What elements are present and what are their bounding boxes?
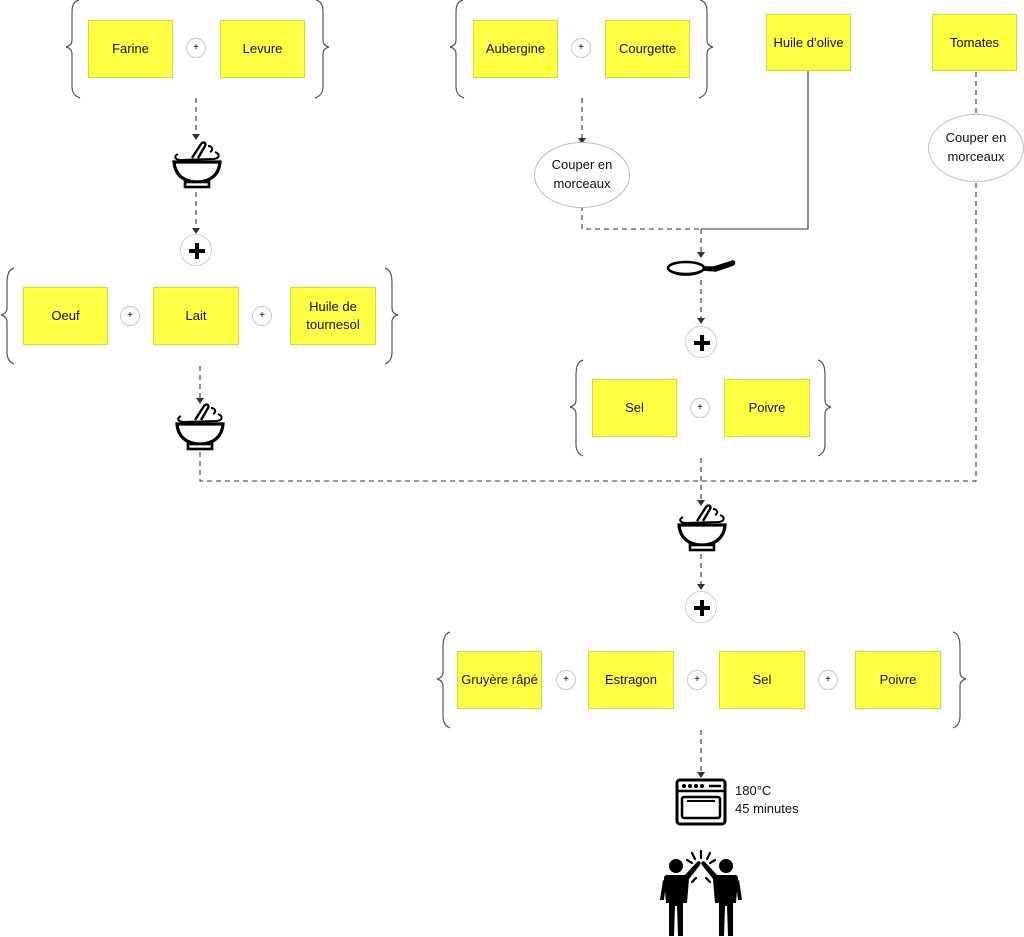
arrowhead (697, 318, 705, 324)
connector-line (199, 182, 977, 482)
ingredient-oeuf: Oeuf (23, 287, 108, 345)
ingredient-sel: Sel (719, 651, 805, 709)
brace-left (65, 0, 81, 99)
arrowhead (697, 584, 705, 590)
plus-operator: + (690, 398, 710, 418)
plus-operator-large (685, 591, 717, 623)
connector-line (701, 70, 809, 230)
ingredient-sel: Sel (592, 379, 677, 437)
ingredient-tomates: Tomates (932, 14, 1017, 71)
plus-operator: + (818, 670, 838, 690)
oven-temperature: 180°C (735, 783, 772, 798)
plus-operator-large (180, 234, 212, 266)
ingredient-huile-tournesol: Huile de tournesol (290, 287, 376, 345)
arrowhead (697, 772, 705, 778)
brace-left (449, 0, 465, 99)
connector-line (581, 206, 701, 230)
arrowhead (192, 134, 200, 140)
ingredient-farine: Farine (88, 20, 173, 78)
ingredient-levure: Levure (220, 20, 305, 78)
frying-pan-icon (666, 260, 736, 276)
ingredient-aubergine: Aubergine (473, 20, 558, 78)
ingredient-courgette: Courgette (605, 20, 690, 78)
mortar-bowl-icon (677, 504, 727, 552)
arrowhead (697, 500, 705, 506)
oven-icon (675, 778, 727, 826)
ingredient-estragon: Estragon (588, 651, 674, 709)
oven-duration: 45 minutes (735, 800, 799, 816)
arrowhead (192, 228, 200, 234)
plus-operator: + (556, 670, 576, 690)
brace-right (817, 359, 832, 457)
plus-operator: + (687, 670, 707, 690)
arrowhead (196, 398, 204, 404)
plus-operator: + (120, 306, 140, 326)
arrowhead (578, 138, 586, 144)
brace-right (384, 267, 399, 365)
mortar-bowl-icon (172, 141, 222, 189)
plus-operator: + (571, 38, 591, 58)
brace-right (952, 631, 967, 729)
mortar-bowl-icon (175, 403, 225, 451)
plus-operator: + (252, 306, 272, 326)
ingredient-huile-olive: Huile d’olive (766, 14, 851, 71)
plus-operator-large (685, 326, 717, 358)
brace-right (314, 0, 330, 99)
ingredient-gruyere: Gruyère râpé (457, 651, 542, 709)
high-five-icon (660, 849, 742, 936)
brace-left (436, 631, 451, 729)
step-couper-en-morceaux: Couper en morceaux (534, 142, 630, 208)
brace-left (569, 359, 584, 457)
arrowhead (697, 252, 705, 258)
brace-left (0, 267, 15, 365)
ingredient-lait: Lait (153, 287, 239, 345)
ingredient-poivre: Poivre (724, 379, 810, 437)
plus-operator: + (186, 38, 206, 58)
brace-right (698, 0, 714, 99)
step-couper-en-morceaux: Couper en morceaux (928, 114, 1024, 182)
oven-settings: 180°C 45 minutes (735, 782, 799, 817)
ingredient-poivre: Poivre (855, 651, 941, 709)
